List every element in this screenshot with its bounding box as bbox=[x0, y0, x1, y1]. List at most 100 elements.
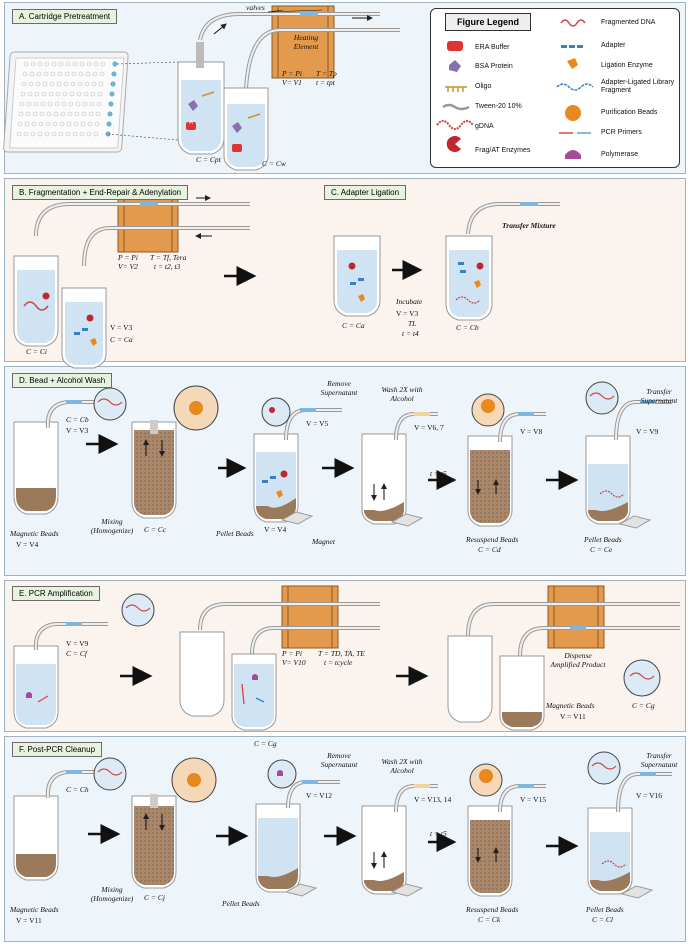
legend-item-8: Ligation Enzyme bbox=[601, 62, 653, 69]
legend-item-4: gDNA bbox=[475, 123, 494, 130]
frag-enzyme-icon bbox=[446, 136, 461, 152]
d-v9: V = V9 bbox=[636, 427, 659, 436]
d-pellet2: Pellet Beads bbox=[584, 535, 622, 544]
tube-d2 bbox=[131, 420, 177, 519]
tube-ci bbox=[13, 255, 59, 347]
legend-item-3: Tween-20 10% bbox=[475, 103, 522, 110]
a-temperature: T = Tp bbox=[316, 69, 337, 78]
zoom-circle-d6 bbox=[585, 381, 619, 415]
zoom-circle-f6 bbox=[587, 751, 621, 785]
f-c-k: C = Ck bbox=[478, 915, 501, 924]
a-c-pt: C = Cpt bbox=[196, 155, 221, 164]
tube-e2 bbox=[179, 631, 225, 717]
heating-element-e2 bbox=[547, 585, 605, 649]
valves-label: valves bbox=[246, 3, 265, 12]
tube-ca bbox=[61, 287, 107, 369]
e-c-g2: C = Cg bbox=[632, 701, 655, 710]
d-v4: V = V4 bbox=[16, 540, 39, 549]
library-fragment-icon bbox=[556, 83, 594, 91]
tube-cb bbox=[445, 235, 493, 321]
d-transfer: Transfer Supernatant bbox=[640, 387, 678, 405]
legend-item-2: Oligo bbox=[475, 83, 492, 90]
d-wash: Wash 2X with Alcohol bbox=[381, 385, 423, 403]
f-pellet2: Pellet Beads bbox=[586, 905, 624, 914]
zoom-circle-d1 bbox=[93, 387, 127, 421]
zoom-circle-d3 bbox=[261, 397, 291, 427]
f-mixing: Mixing (Homogenize) bbox=[90, 885, 134, 903]
b-v3: V = V3 bbox=[110, 323, 133, 332]
e-dispense: Dispense Amplified Product bbox=[550, 651, 606, 669]
d-c-b: C = Cb bbox=[66, 415, 89, 424]
zoom-circle-e5 bbox=[623, 659, 661, 697]
c-incubate: Incubate bbox=[396, 297, 423, 306]
tube-d4 bbox=[361, 412, 438, 525]
oligo-icon bbox=[445, 86, 467, 92]
zoom-circle-f1 bbox=[93, 757, 127, 791]
b-temperature: T = Tf, Tera bbox=[150, 253, 187, 262]
d-pellet: Pellet Beads bbox=[216, 529, 254, 538]
d-mixing: Mixing (Homogenize) bbox=[90, 517, 134, 535]
tween-icon bbox=[442, 103, 470, 111]
panel-b-title: B. Fragmentation + End-Repair & Adenylat… bbox=[12, 185, 189, 200]
f-v1314: V = V13, 14 bbox=[414, 795, 452, 804]
f-v16: V = V16 bbox=[636, 791, 663, 800]
tube-d6 bbox=[585, 400, 672, 525]
f-resuspend: Resuspend Beads bbox=[466, 905, 519, 914]
d-magnetic-beads: Magnetic Beads bbox=[10, 529, 59, 538]
ligation-enzyme-icon bbox=[567, 58, 578, 69]
tube-f5 bbox=[467, 784, 546, 897]
tube-e4 bbox=[447, 635, 493, 723]
tube-e5 bbox=[499, 655, 545, 731]
panel-d-title: D. Bead + Alcohol Wash bbox=[12, 373, 113, 388]
b-time: t = t2, t3 bbox=[154, 262, 181, 271]
b-pressure: P = Pi bbox=[118, 253, 138, 262]
panel-e-title: E. PCR Amplification bbox=[12, 586, 100, 601]
f-wash: Wash 2X with Alcohol bbox=[381, 757, 423, 775]
f-t5: t = t5 bbox=[430, 829, 447, 838]
f-v15: V = V15 bbox=[520, 795, 547, 804]
panel-a-title: A. Cartridge Pretreatment bbox=[12, 9, 118, 24]
purification-beads-icon bbox=[565, 105, 581, 121]
d-resuspend: Resuspend Beads bbox=[466, 535, 519, 544]
tube-e1 bbox=[13, 622, 108, 729]
legend-item-10: Purification Beads bbox=[601, 109, 658, 116]
heating-element-label: Heating Element bbox=[293, 33, 319, 51]
d-c-c: C = Cc bbox=[144, 525, 167, 534]
tube-cpt bbox=[177, 42, 225, 155]
d-v3: V = V3 bbox=[66, 426, 89, 435]
d-magnet: Magnet bbox=[312, 537, 335, 546]
f-c-j: C = Cj bbox=[144, 893, 165, 902]
c-v3: V = V3 bbox=[396, 309, 419, 318]
legend-item-7: Adapter bbox=[601, 42, 626, 49]
a-volume: V= V1 bbox=[282, 78, 302, 87]
legend-item-5: Frag/AT Enzymes bbox=[475, 147, 531, 154]
tube-f1 bbox=[13, 770, 104, 881]
polymerase-icon bbox=[565, 150, 581, 159]
f-c-h: C = Ch bbox=[66, 785, 89, 794]
era-buffer-icon bbox=[447, 41, 463, 51]
legend-icons bbox=[436, 19, 594, 159]
zoom-circle-e1 bbox=[121, 593, 155, 627]
d-v5: V = V5 bbox=[306, 419, 329, 428]
well-plate bbox=[3, 51, 129, 153]
tube-d5 bbox=[467, 412, 546, 527]
tube-d1 bbox=[13, 400, 108, 515]
gdna-icon bbox=[436, 120, 474, 130]
tube-f4 bbox=[361, 784, 438, 895]
b-volume: V= V2 bbox=[118, 262, 138, 271]
legend-item-12: Polymerase bbox=[601, 151, 638, 158]
b-c-i: C = Ci bbox=[26, 347, 47, 356]
e-c-f: C = Cf bbox=[66, 649, 87, 658]
tube-f2 bbox=[131, 794, 177, 889]
e-v9: V = V9 bbox=[66, 639, 89, 648]
tube-e3 bbox=[231, 653, 277, 731]
e-pressure: P = Pi bbox=[282, 649, 302, 658]
era-tag-label: A bbox=[189, 120, 194, 126]
legend-item-9: Adapter-Ligated Library Fragment bbox=[601, 79, 675, 95]
f-transfer: Transfer Supernatant bbox=[640, 751, 678, 769]
tube-ca-c bbox=[333, 235, 381, 317]
e-temperature: T = TD, TA, TE bbox=[318, 649, 365, 658]
d-remove: Remove Supernatant bbox=[320, 379, 358, 397]
heating-element-a bbox=[271, 5, 335, 79]
